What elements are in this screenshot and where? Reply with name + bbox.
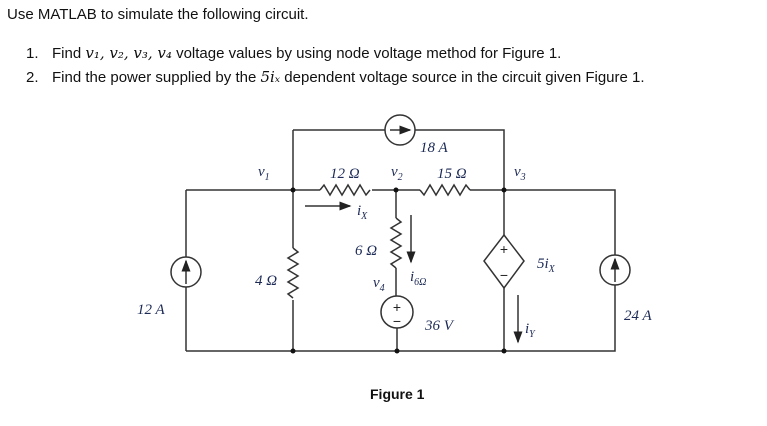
source-label-24a: 24 A <box>624 308 652 324</box>
minus-sign: − <box>500 267 508 283</box>
resistor-label-4: 4 Ω <box>255 273 277 289</box>
wire-v2 <box>372 189 616 255</box>
plus-sign: + <box>500 241 508 257</box>
node-label-v3: v3 <box>514 164 526 183</box>
question-2: 2. Find the power supplied by the 5iₓ dep… <box>26 68 645 86</box>
node-label-v2: v2 <box>391 164 403 183</box>
resistor-4-ohm <box>286 247 300 299</box>
resistor-6-ohm <box>389 217 403 269</box>
question-1: 1. Find v₁, v₂, v₃, v₄ voltage values by … <box>26 44 561 62</box>
node-label-v1: v1 <box>258 164 270 183</box>
wire-6ohm <box>395 190 398 351</box>
current-source-18a <box>384 114 416 146</box>
question-math: 5iₓ <box>260 68 281 86</box>
current-source-24a <box>599 254 631 286</box>
node-label-v4: v4 <box>373 275 385 294</box>
current-label-iy: iY <box>525 321 536 340</box>
plus-sign: + <box>393 299 401 315</box>
question-text: Find the power supplied by the <box>52 69 261 86</box>
current-label-ix: iX <box>357 203 368 222</box>
wire-top <box>293 129 505 190</box>
wire-bottom <box>186 285 616 352</box>
resistor-label-12: 12 Ω <box>330 166 360 182</box>
resistor-label-6: 6 Ω <box>355 243 377 259</box>
wire-v1 <box>186 130 320 248</box>
question-text: dependent voltage source in the circuit … <box>280 69 645 86</box>
voltage-source-36v <box>380 295 414 329</box>
source-label-36v: 36 V <box>424 318 455 334</box>
question-math: v₁, v₂, v₃, v₄ <box>85 44 172 62</box>
question-text: voltage values by using node voltage met… <box>171 45 562 62</box>
source-label-dependent: 5iX <box>537 256 556 275</box>
resistor-12-ohm <box>319 183 371 197</box>
source-label-12a: 12 A <box>137 302 165 318</box>
question-number: 1. <box>26 45 39 62</box>
current-source-12a <box>170 256 202 288</box>
resistor-label-15: 15 Ω <box>437 166 467 182</box>
node-dots <box>290 187 507 354</box>
resistor-15-ohm <box>419 183 471 197</box>
question-number: 2. <box>26 69 39 86</box>
instruction-text: Use MATLAB to simulate the following cir… <box>7 6 309 23</box>
minus-sign: − <box>393 313 401 329</box>
current-label-i6: i6Ω <box>410 269 426 288</box>
question-text: Find <box>52 45 86 62</box>
figure-caption: Figure 1 <box>370 386 425 402</box>
dependent-voltage-source <box>483 233 525 290</box>
source-label-18a: 18 A <box>420 140 448 156</box>
